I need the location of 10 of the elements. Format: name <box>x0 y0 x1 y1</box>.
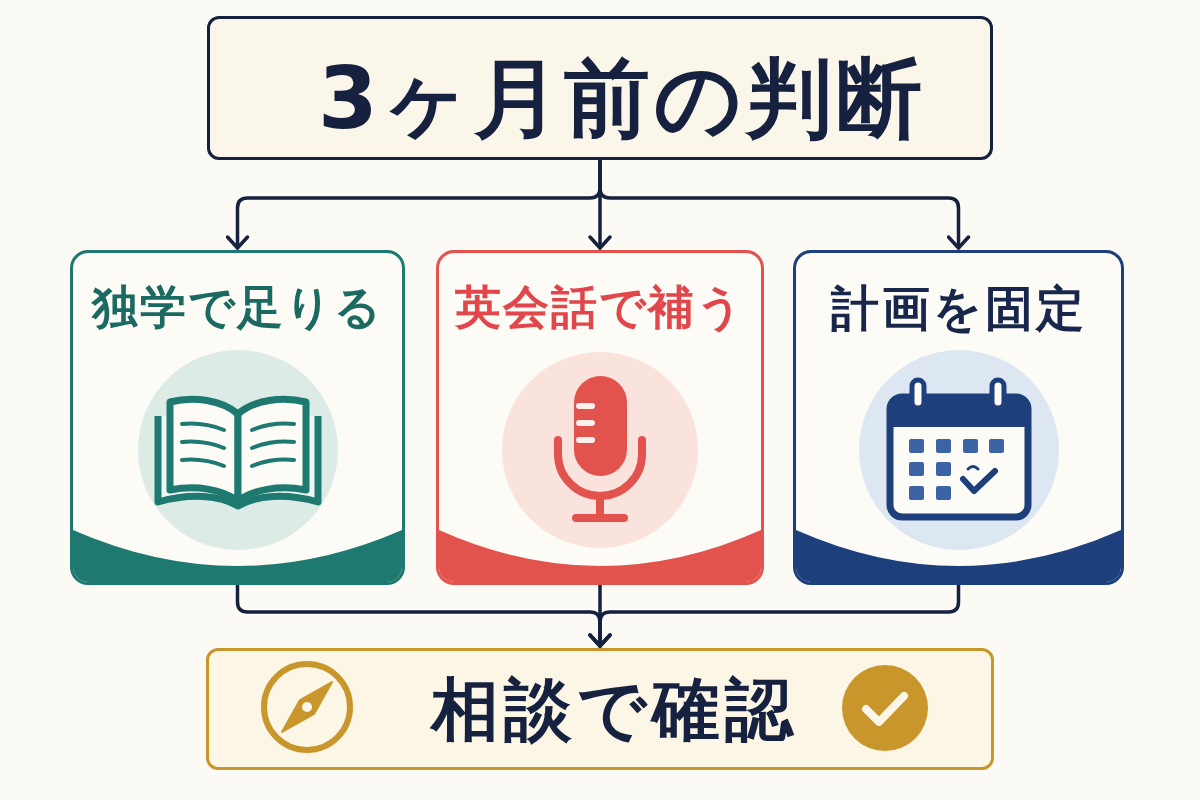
option-card <box>436 250 764 585</box>
result-box <box>206 648 994 770</box>
title-box: 3ヶ月前の判断 <box>207 16 993 160</box>
option-title: 計画を固定 <box>829 284 1088 332</box>
arrow <box>598 158 971 250</box>
option-card <box>70 250 405 585</box>
option-title: 独学で足りる <box>90 284 384 330</box>
option-card <box>793 250 1124 585</box>
arrow <box>588 583 961 648</box>
result-text: 相談で確認 <box>428 676 799 744</box>
